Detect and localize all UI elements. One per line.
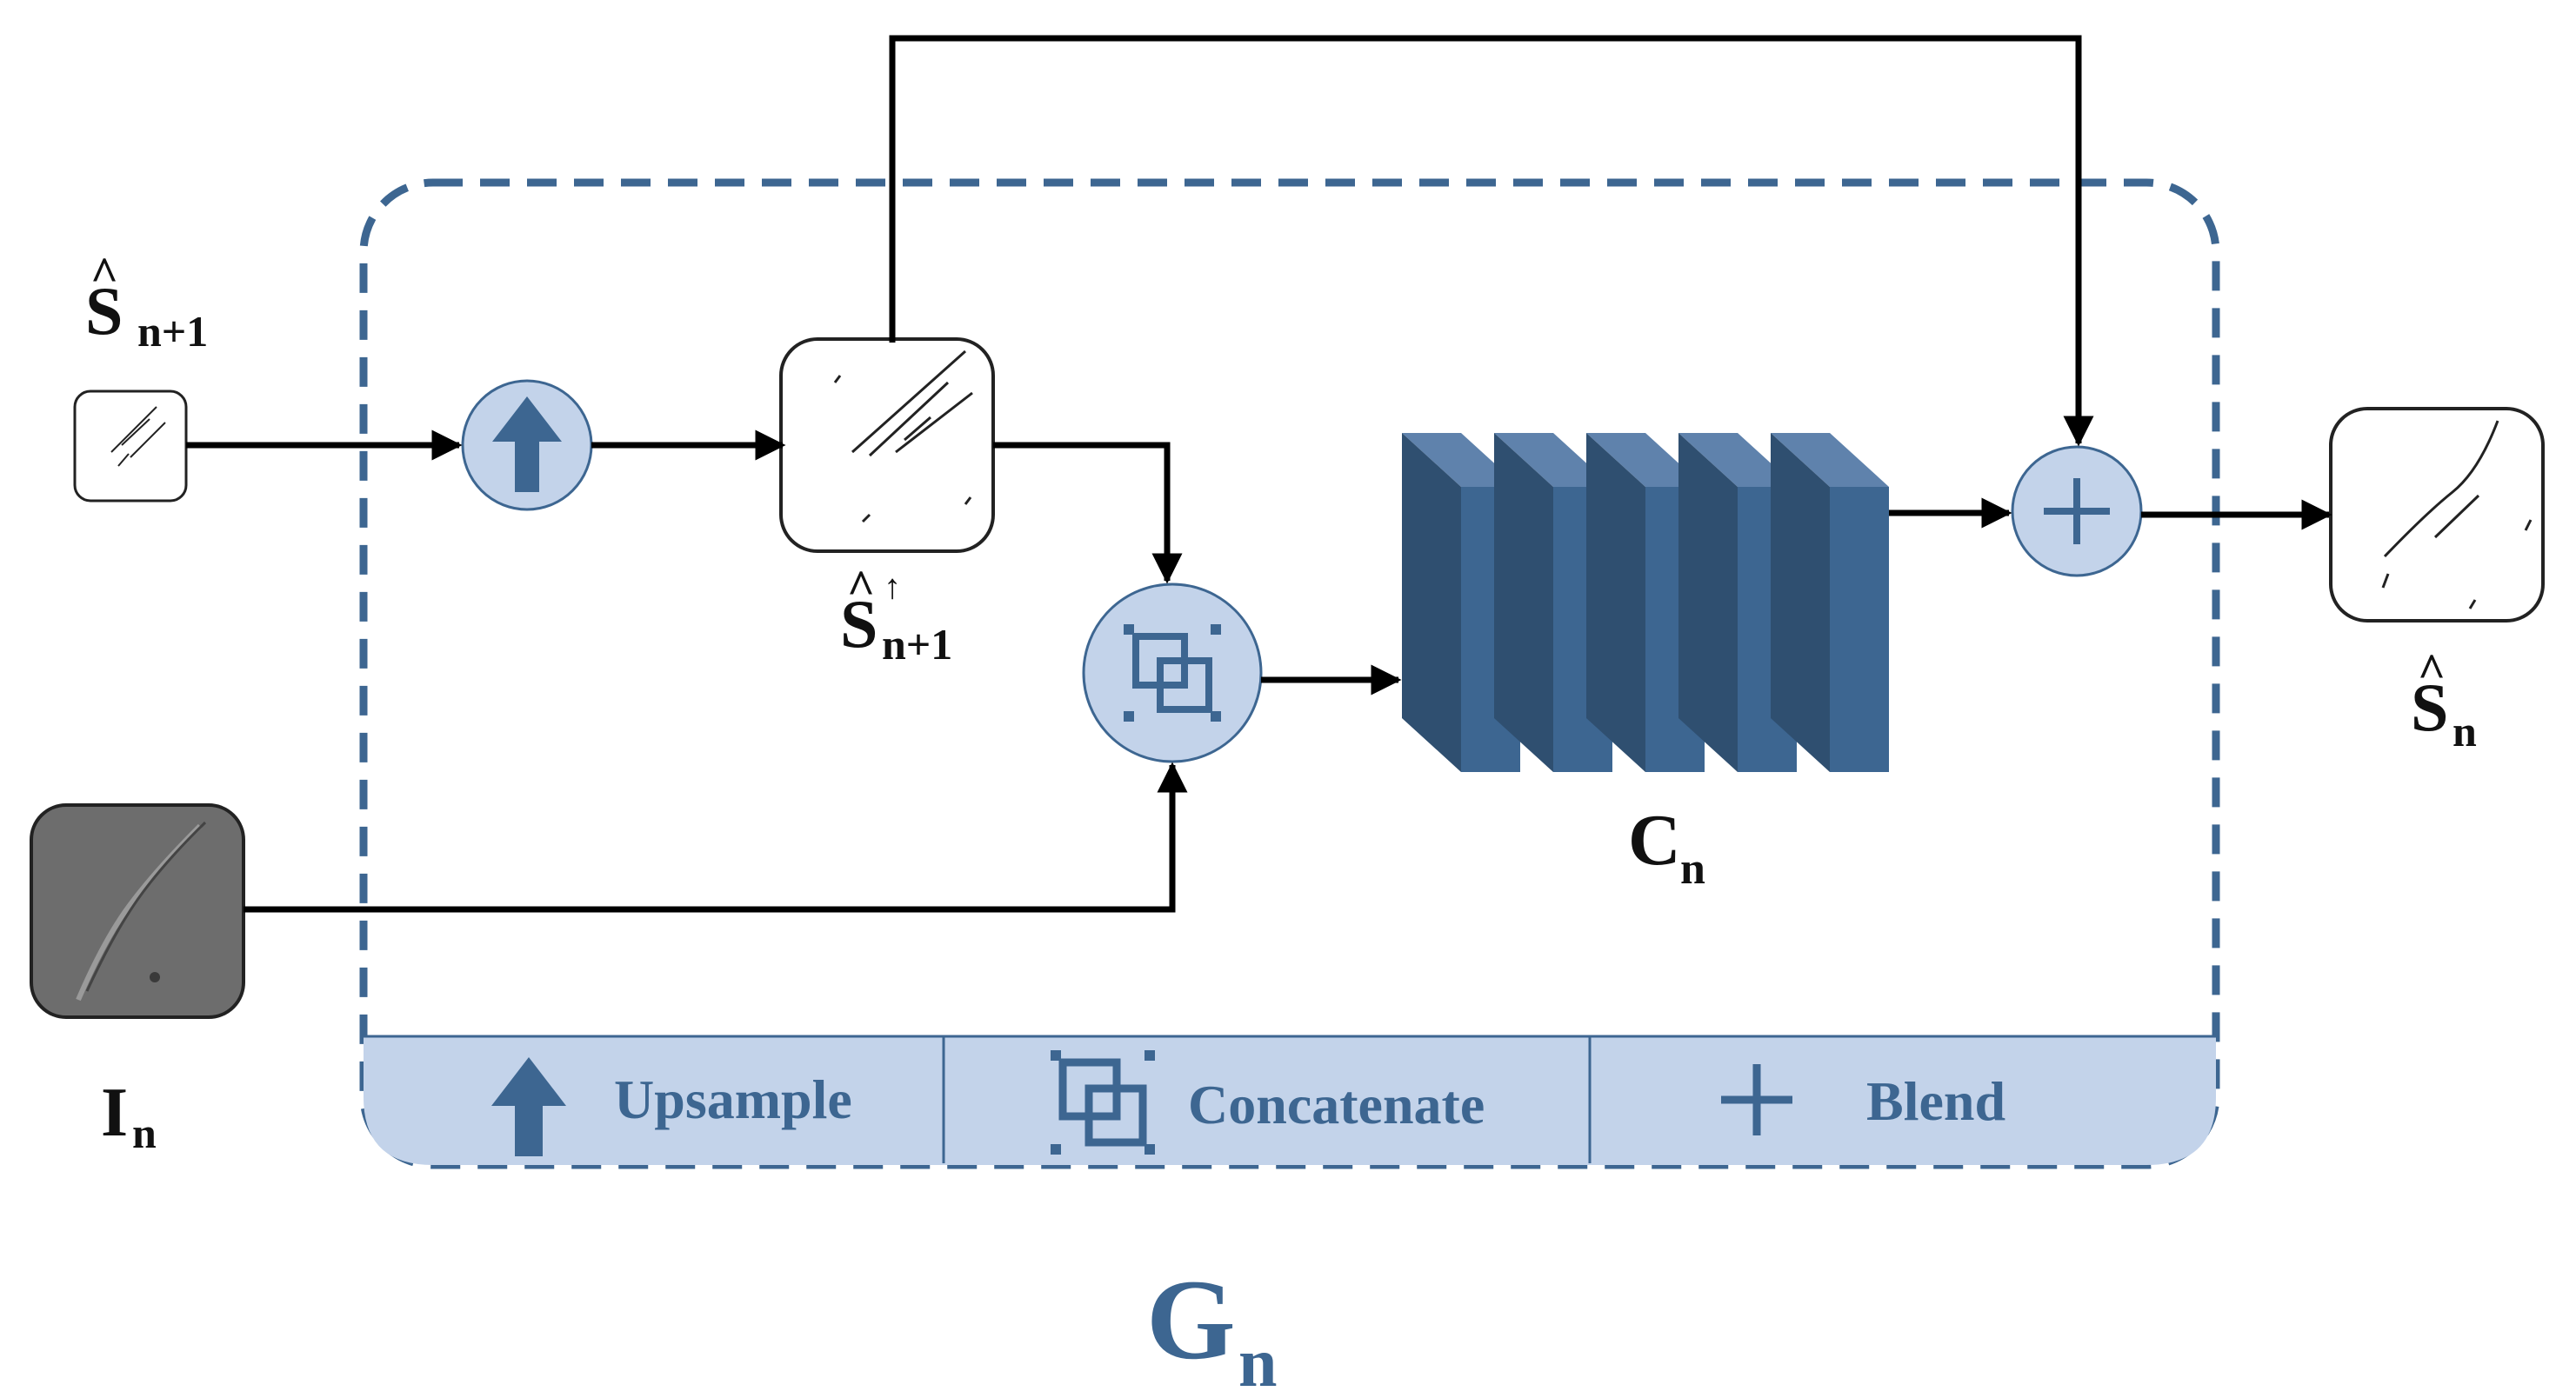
svg-text:n: n xyxy=(1680,844,1705,894)
concatenate-operator xyxy=(1082,582,1263,763)
legend-label-upsample: Upsample xyxy=(614,1068,852,1130)
conv-block xyxy=(1402,433,1889,772)
label-s-hat-upsampled: ^ S ↑ n+1 xyxy=(840,561,952,669)
legend-bar: Upsample Concatenate Blend xyxy=(364,1035,2216,1165)
svg-text:n: n xyxy=(1238,1325,1278,1398)
generator-frame xyxy=(359,178,2220,1169)
svg-text:S: S xyxy=(840,586,878,662)
concatenate-icon xyxy=(1051,1050,1155,1155)
upsample-operator xyxy=(461,379,593,511)
arrow-thumbnail-to-concatenate xyxy=(993,442,1183,584)
svg-text:G: G xyxy=(1146,1255,1236,1383)
up-arrow-icon xyxy=(492,396,562,492)
legend-label-concatenate: Concatenate xyxy=(1188,1074,1485,1135)
svg-text:^: ^ xyxy=(847,561,876,615)
upsampled-edge-map-thumbnail xyxy=(779,337,995,553)
arrow-image-to-concatenate xyxy=(244,762,1188,913)
svg-text:S: S xyxy=(85,273,123,349)
svg-text:C: C xyxy=(1628,800,1681,881)
svg-text:↑: ↑ xyxy=(884,567,901,606)
label-generator: G n xyxy=(1146,1255,1278,1398)
connections xyxy=(186,35,2332,913)
legend-label-blend: Blend xyxy=(1866,1070,2005,1132)
up-arrow-icon xyxy=(491,1057,566,1156)
plus-icon xyxy=(1721,1064,1792,1135)
arrow-skip-to-blend xyxy=(889,35,2094,447)
plus-icon xyxy=(2044,478,2110,544)
svg-text:n: n xyxy=(132,1108,157,1157)
input-image-thumbnail xyxy=(30,803,245,1019)
output-edge-map-thumbnail xyxy=(2329,407,2545,622)
concatenate-icon xyxy=(1124,624,1221,722)
svg-text:S: S xyxy=(2411,669,2448,745)
label-s-hat-input: ^ S n+1 xyxy=(85,248,208,356)
label-conv-block: C n xyxy=(1628,800,1705,894)
input-edge-map-thumbnail xyxy=(73,389,188,503)
label-image-input: I n xyxy=(101,1075,157,1157)
label-s-hat-output: ^ S n xyxy=(2411,644,2477,756)
blend-operator xyxy=(2011,445,2143,577)
svg-text:n+1: n+1 xyxy=(882,620,952,669)
svg-text:^: ^ xyxy=(90,248,119,302)
svg-text:^: ^ xyxy=(2418,644,2446,698)
conv-layer xyxy=(1771,433,1889,772)
svg-text:n: n xyxy=(2453,707,2477,756)
svg-text:I: I xyxy=(101,1075,128,1151)
svg-text:n+1: n+1 xyxy=(137,307,208,356)
